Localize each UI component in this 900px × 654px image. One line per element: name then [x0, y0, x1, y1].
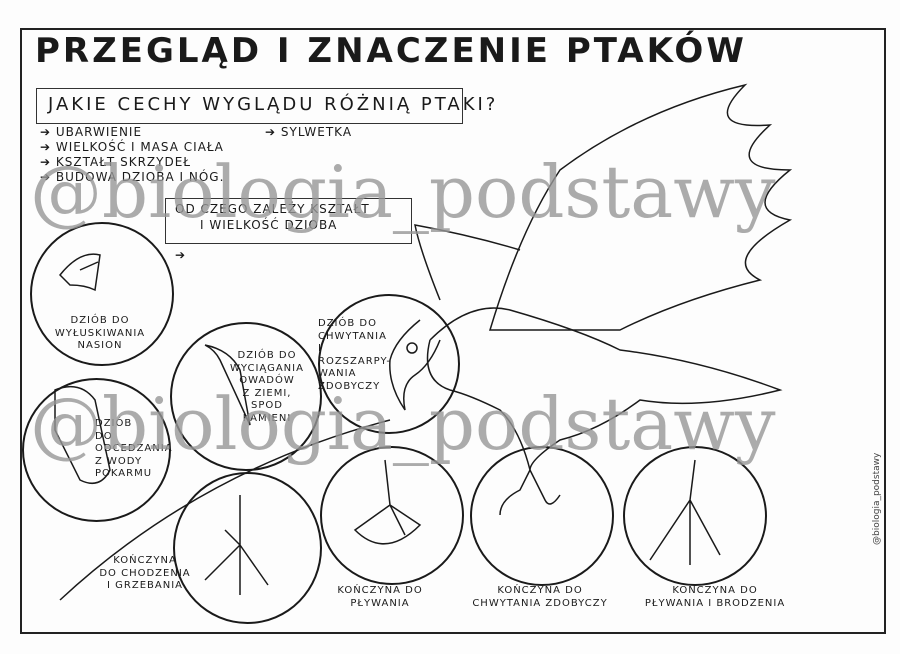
beak-insect-label: Dziób dowyciąganiaowadówz ziemi,spodkami…: [222, 350, 312, 425]
label-line: Dziób do: [318, 318, 377, 329]
beak-question-box: [165, 198, 412, 244]
label-line: z ziemi,: [242, 387, 292, 399]
beak-insect-circle: [170, 322, 322, 471]
beak-filter-label: Dzióbdoodcedzaniaz wodypokarmu: [95, 418, 173, 481]
label-line: zdobyczy: [318, 380, 381, 392]
label-line: i grzebania: [107, 580, 183, 591]
swimming-foot-drawing: [353, 459, 422, 545]
arrow-icon: ➔: [175, 248, 187, 262]
beak-filter-circle: [22, 378, 171, 522]
label-line: wania: [318, 368, 357, 379]
label-line: owadów: [239, 375, 295, 386]
feature-text: Ubarwienie: [55, 125, 143, 139]
seed-beak-drawing: [58, 253, 101, 292]
label-line: Dziób do: [237, 350, 297, 361]
label-line: kamieni: [242, 412, 292, 424]
filter-beak-drawing: [54, 385, 111, 485]
label-line: Kończyna do: [672, 585, 758, 596]
label-line: pokarmu: [95, 468, 153, 479]
beak-prey-label: Dziób dochwytaniai rozszarpy-waniazdobyc…: [318, 318, 398, 393]
label-line: Dziób: [95, 418, 133, 429]
limb-grasping-circle: [470, 446, 614, 586]
limb-walking-circle: [173, 472, 322, 624]
label-line: odcedzania: [95, 443, 173, 454]
label-line: do chodzenia: [99, 567, 191, 579]
beak-prey-circle: [318, 294, 460, 434]
feature-item: ➔ Wielkość i masa ciała: [40, 140, 224, 154]
label-line: i rozszarpy-: [318, 343, 391, 367]
beak-seed-label: Dziób dowyłuskiwanianasion: [40, 315, 160, 353]
label-line: Kończyna: [113, 555, 177, 566]
insect-beak-drawing: [204, 344, 251, 426]
label-line: wyłuskiwania: [54, 327, 146, 339]
feature-item: ➔ Sylwetka: [265, 125, 353, 139]
eagle-wing-upper: [488, 83, 793, 331]
label-line: chwytania zdobyczy: [472, 597, 608, 609]
feature-text: Kształt skrzydeł: [55, 155, 192, 169]
feature-text: Wielkość i masa ciała: [55, 140, 224, 154]
eagle-body: [426, 307, 783, 471]
author-signature: @biologia_podstawy: [872, 452, 882, 545]
limb-wading-circle: [623, 446, 767, 586]
label-line: Kończyna do: [497, 585, 583, 596]
label-line: Kończyna do: [337, 585, 423, 596]
limb-wading-label: Kończyna dopływania i brodzenia: [640, 585, 790, 610]
eagle-head: [389, 319, 441, 411]
label-line: z wody: [95, 455, 143, 467]
limb-walking-label: Kończynado chodzeniai grzebania: [95, 555, 195, 593]
watermark: @biologia_podstawy: [30, 150, 776, 234]
feature-text: Sylwetka: [280, 125, 353, 139]
limb-swimming-label: Kończyna dopływania: [325, 585, 435, 610]
talon-drawing: [499, 469, 561, 516]
label-line: do: [95, 430, 113, 442]
label-line: pływania: [350, 597, 410, 609]
label-line: chwytania: [318, 330, 387, 342]
feature-item: ➔ Kształt skrzydeł: [40, 155, 192, 169]
walking-foot-drawing: [204, 495, 269, 595]
beak-question-line: Od czego zależy kształt: [175, 202, 370, 216]
limb-swimming-circle: [320, 446, 464, 585]
connector-line: [59, 419, 391, 601]
question-box: [36, 88, 463, 124]
label-line: nasion: [77, 340, 123, 351]
limb-grasping-label: Kończyna dochwytania zdobyczy: [470, 585, 610, 610]
question-heading: Jakie cechy wyglądu różnią ptaki?: [48, 94, 499, 115]
label-line: spod: [251, 400, 283, 411]
feature-item: ➔ Budowa dzioba i nóg.: [40, 170, 225, 184]
beak-question-line: i wielkość dzioba: [200, 218, 338, 232]
page-frame: [20, 28, 886, 634]
feature-item: ➔ Ubarwienie: [40, 125, 143, 139]
label-line: Dziób do: [70, 315, 130, 326]
eagle-wing-back: [414, 224, 521, 301]
label-line: pływania i brodzenia: [644, 597, 786, 609]
page-title: Przegląd i znaczenie ptaków: [35, 31, 747, 71]
feature-text: Budowa dzioba i nóg.: [55, 170, 225, 184]
label-line: wyciągania: [230, 362, 304, 374]
wading-foot-drawing: [649, 459, 721, 565]
beak-seed-circle: [30, 222, 174, 366]
watermark: @biologia_podstawy: [30, 382, 776, 466]
